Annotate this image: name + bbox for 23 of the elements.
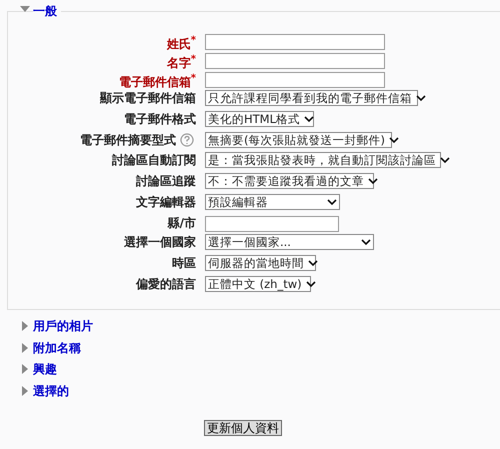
field-label: 顯示電子郵件信箱	[100, 90, 196, 106]
field-label: 姓氏$^{*}$	[166, 34, 196, 52]
field-label: 選擇一個國家	[124, 234, 196, 250]
field-label: 討論區自動訂閱	[112, 152, 196, 168]
field-label: 文字編輯器	[136, 194, 196, 210]
section-link: 附加名稱	[33, 340, 81, 356]
dropdown-select: 美化的HTML格式	[205, 111, 314, 127]
field-label: 電子郵件格式	[124, 111, 196, 127]
field-label: 偏愛的語言	[136, 276, 196, 292]
section-link: 選擇的	[33, 382, 69, 400]
dropdown-select: 伺服器的當地時間	[205, 255, 316, 271]
section-link: 用戶的相片	[33, 318, 93, 335]
field-label: 討論區追蹤	[136, 173, 196, 189]
submit-button: 更新個人資料	[204, 420, 282, 436]
section-heading: 一般	[33, 3, 61, 20]
field-label: 電子郵件摘要型式	[80, 132, 176, 148]
dropdown-select: 預設編輯器	[205, 194, 340, 210]
dropdown-select: 選擇一個國家...	[205, 234, 374, 250]
section-link: 興趣	[33, 361, 57, 378]
field-label: 名字$^{*}$	[166, 53, 196, 71]
field-label: 時區	[172, 255, 196, 271]
field-label: 電子郵件信箱$^{*}$	[118, 72, 196, 90]
field-label: 縣/市	[168, 215, 196, 231]
